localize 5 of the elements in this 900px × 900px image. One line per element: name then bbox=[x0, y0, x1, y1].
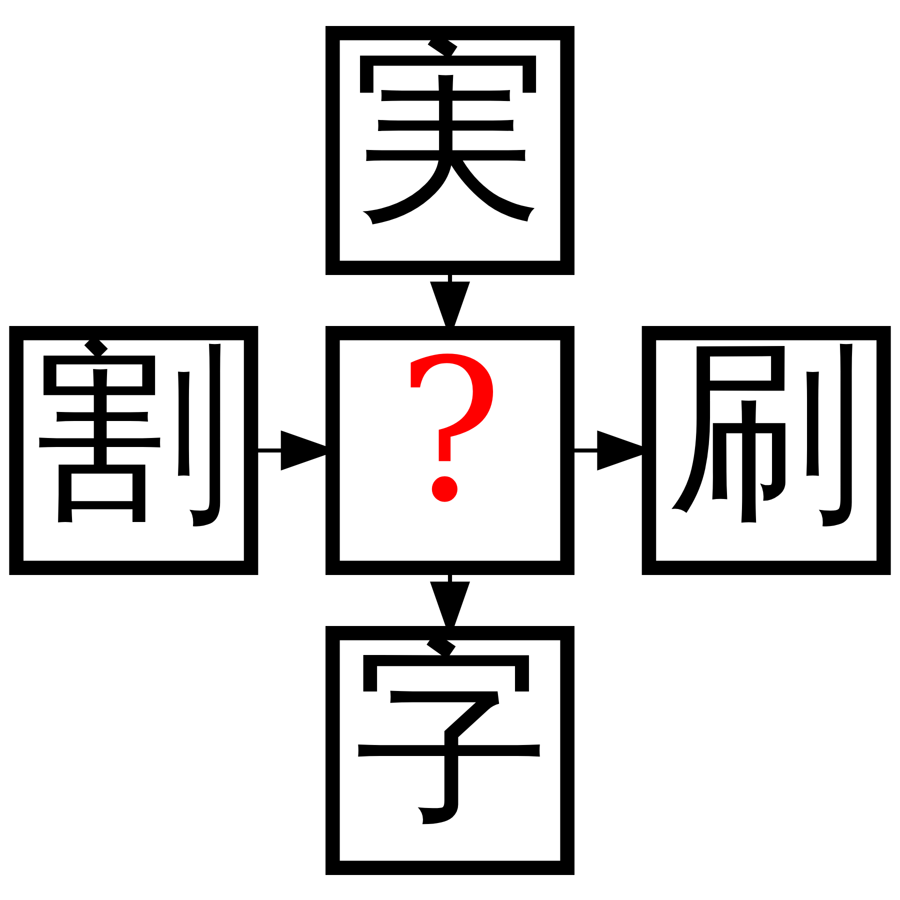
node-box: 実 bbox=[326, 26, 574, 274]
node-box: 字 bbox=[326, 626, 574, 874]
node-box: 割 bbox=[9, 326, 258, 574]
node-box: 刷 bbox=[642, 326, 891, 574]
node-box: ? bbox=[326, 326, 574, 574]
